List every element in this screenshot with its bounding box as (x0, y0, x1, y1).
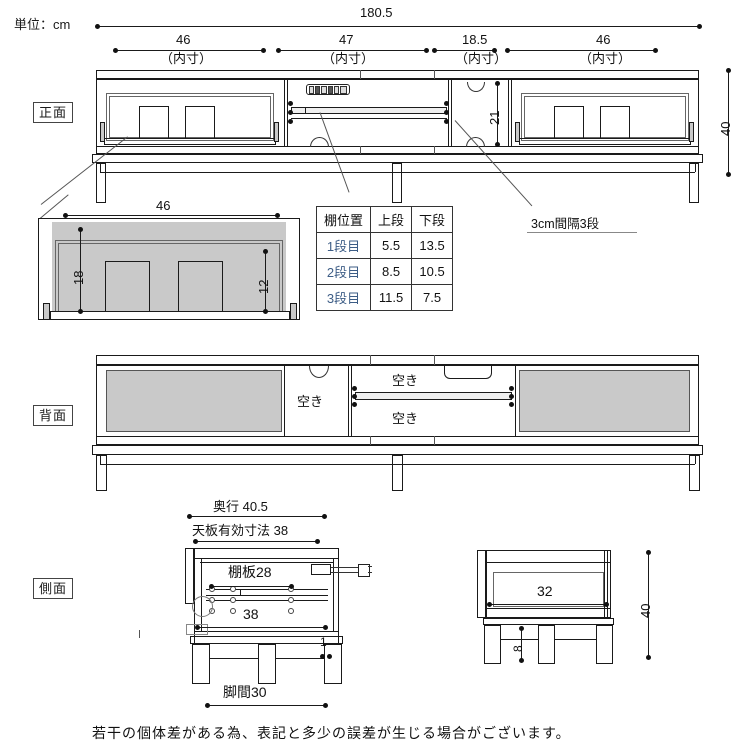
depth-value: 奥行 40.5 (213, 499, 268, 514)
table-cell-lower: 7.5 (411, 284, 454, 311)
empty-label-3: 空き (392, 411, 419, 426)
leader-to-detail-view (40, 136, 128, 205)
front-segment-value-2: 47 (339, 32, 354, 47)
front-segment-value-4: 46 (596, 32, 611, 47)
inner-depth-value: 38 (243, 606, 259, 622)
table-cell-lower: 10.5 (411, 258, 454, 285)
view-label-side: 側面 (33, 578, 74, 599)
shelf-board-label: 棚板28 (228, 564, 272, 580)
table-header-row: 棚位置 上段 下段 (315, 206, 454, 233)
top-effective-value: 天板有効寸法 38 (192, 523, 289, 538)
table-header-upper: 上段 (370, 206, 413, 233)
front-overall-height-value: 40 (718, 121, 733, 136)
front-segment-value-3: 18.5 (462, 32, 488, 47)
front-segment-sub-3: （内寸） (455, 51, 508, 66)
front-segment-value-1: 46 (176, 32, 191, 47)
foot-clearance-value: 8 (511, 645, 525, 652)
table-row: 3段目 11.5 7.5 (315, 284, 454, 311)
table-header-position: 棚位置 (315, 206, 372, 233)
table-cell-lower: 13.5 (411, 232, 454, 259)
empty-label-1: 空き (297, 394, 324, 409)
right-inner-width-value: 32 (537, 583, 553, 599)
table-cell-position: 3段目 (315, 284, 372, 311)
table-header-lower: 下段 (411, 206, 454, 233)
table-cell-position: 1段目 (315, 232, 372, 259)
cable-cutout-wide (444, 365, 492, 379)
back-panel-left (106, 370, 282, 432)
hinge-icon (192, 596, 213, 617)
overall-width-value: 180.5 (360, 5, 393, 20)
empty-label-2: 空き (392, 373, 419, 388)
view-label-back: 背面 (33, 405, 74, 426)
front-segment-sub-4: （内寸） (579, 51, 632, 66)
detail-width-value: 46 (156, 198, 171, 213)
power-plug-icon (358, 564, 370, 577)
table-cell-upper: 5.5 (370, 232, 413, 259)
shelf-spacing-annotation: 3cm間隔3段 (531, 217, 600, 231)
front-segment-sub-1: （内寸） (160, 51, 213, 66)
lip-value: 1 (320, 635, 327, 649)
av-control-panel-icon (306, 84, 350, 95)
detail-inner-height-value: 12 (256, 279, 271, 294)
back-panel-right (519, 370, 690, 432)
detail-outer-height-value: 18 (71, 270, 86, 285)
table-cell-upper: 11.5 (370, 284, 413, 311)
table-cell-upper: 8.5 (370, 258, 413, 285)
table-row: 2段目 8.5 10.5 (315, 258, 454, 285)
unit-label: 単位：cm (14, 17, 71, 32)
table-cell-position: 2段目 (315, 258, 372, 285)
right-overall-height-value: 40 (638, 603, 653, 618)
shelf-position-table: 棚位置 上段 下段 1段目 5.5 13.5 2段目 8.5 10.5 3段目 … (315, 206, 454, 311)
front-segment-sub-2: （内寸） (322, 51, 375, 66)
footnote-text: 若干の個体差がある為、表記と多少の誤差が生じる場合がございます。 (92, 725, 571, 741)
table-row: 1段目 5.5 13.5 (315, 232, 454, 259)
middle-opening-height-value: 21 (487, 110, 502, 125)
foot-gap-label: 脚間30 (223, 684, 267, 700)
view-label-front: 正面 (33, 102, 74, 123)
